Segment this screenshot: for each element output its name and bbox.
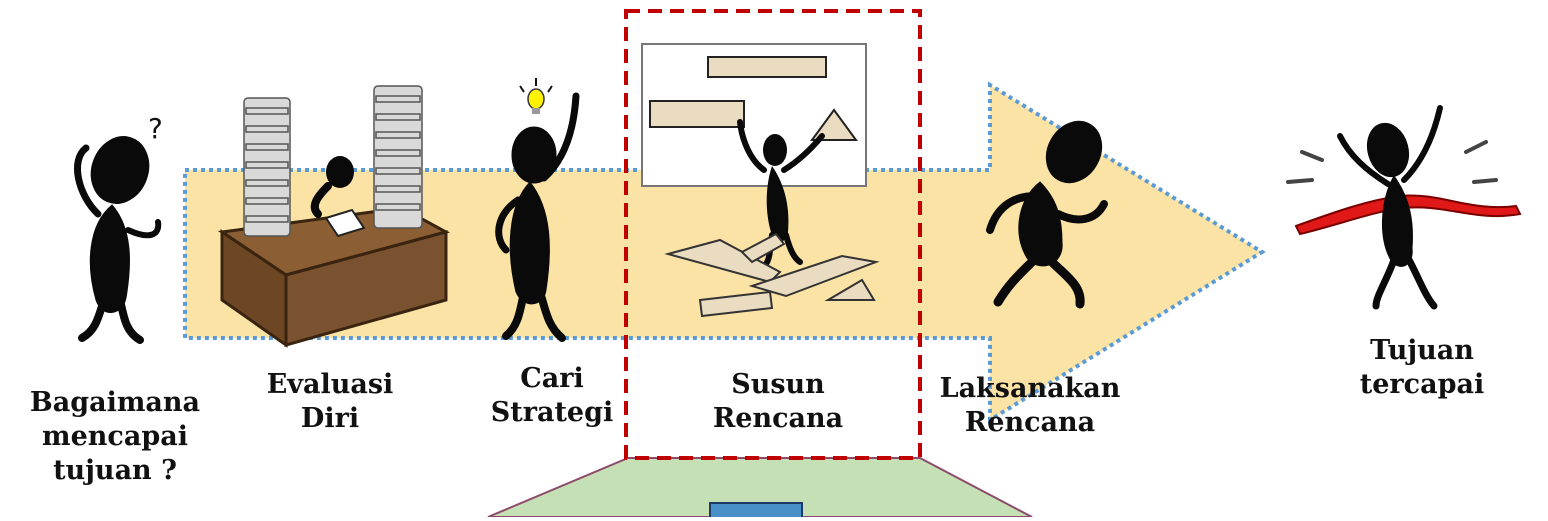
paper-stack-icon — [373, 85, 423, 229]
step-label-line: Susun — [731, 369, 825, 400]
step-label-line: tercapai — [1359, 369, 1485, 400]
step-label-line: Rencana — [964, 407, 1096, 438]
step-label-line: Evaluasi — [266, 369, 394, 400]
running-figure — [986, 120, 1108, 309]
finish-ribbon-icon — [1294, 194, 1522, 236]
motion-lines — [1286, 140, 1498, 184]
step-label-bagaimana: Bagaimana mencapai tujuan ? — [0, 386, 230, 488]
step-label-evaluasi: Evaluasi Diri — [240, 368, 420, 436]
thinking-figure — [74, 136, 162, 344]
lightbulb-icon — [519, 78, 553, 114]
step-label-susun: Susun Rencana — [678, 368, 878, 436]
step-label-line: Bagaimana — [29, 387, 201, 418]
planning-board — [641, 43, 867, 267]
step-label-line: tujuan ? — [53, 455, 177, 486]
step-label-line: Cari — [520, 363, 584, 394]
step-label-line: mencapai — [42, 421, 188, 452]
step-label-cari: Cari Strategi — [472, 362, 632, 430]
step-label-line: Strategi — [490, 397, 614, 428]
scattered-planks — [664, 232, 880, 318]
step-label-laksanakan: Laksanakan Rencana — [900, 372, 1160, 440]
step-label-line: Laksanakan — [939, 373, 1121, 404]
idea-figure — [495, 92, 580, 342]
step-label-line: Diri — [300, 403, 360, 434]
question-mark-icon: ? — [148, 112, 163, 145]
winner-figure — [1337, 105, 1443, 310]
step-label-line: Tujuan — [1370, 335, 1474, 366]
paper-stack-icon — [243, 97, 291, 237]
highlight-box — [624, 9, 922, 460]
zoom-panel-item — [709, 502, 803, 521]
step-label-line: Rencana — [712, 403, 844, 434]
step-label-tujuan: Tujuan tercapai — [1322, 334, 1522, 402]
